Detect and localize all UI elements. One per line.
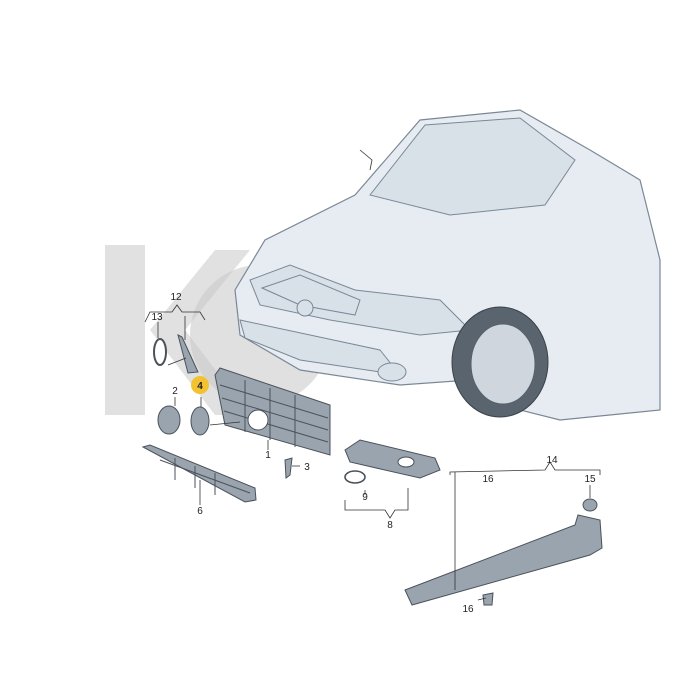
- callout-8[interactable]: 8: [387, 520, 393, 531]
- highlight-marker: [191, 376, 209, 394]
- callout-16-bottom[interactable]: 16: [462, 604, 474, 615]
- callout-2[interactable]: 2: [172, 386, 178, 397]
- leader-lines: [144, 304, 601, 601]
- callout-12[interactable]: 12: [170, 292, 182, 303]
- callout-15[interactable]: 15: [584, 474, 596, 485]
- callout-4[interactable]: 4: [197, 381, 203, 392]
- upper-grille-part: [214, 367, 331, 456]
- trim-part: [177, 334, 199, 374]
- callout-3[interactable]: 3: [304, 462, 310, 473]
- callout-1[interactable]: 1: [265, 450, 271, 461]
- callout-14[interactable]: 14: [546, 455, 558, 466]
- sill-strip-part: [404, 514, 603, 606]
- fog-seal-part: [344, 470, 366, 484]
- callout-9[interactable]: 9: [362, 492, 368, 503]
- car-illustration: [234, 109, 661, 421]
- clip-part: [284, 457, 293, 479]
- callout-16-top[interactable]: 16: [482, 474, 494, 485]
- emblem-base-part: [190, 406, 210, 436]
- emblem-part: [157, 405, 181, 435]
- fog-cover-part: [344, 439, 441, 479]
- sill-clip-part: [582, 498, 598, 512]
- sill-bottom-clip-part: [482, 592, 494, 606]
- lower-grille-part: [141, 444, 257, 503]
- callout-13[interactable]: 13: [151, 312, 163, 323]
- trim-ring-part: [153, 338, 167, 366]
- callout-6[interactable]: 6: [197, 506, 203, 517]
